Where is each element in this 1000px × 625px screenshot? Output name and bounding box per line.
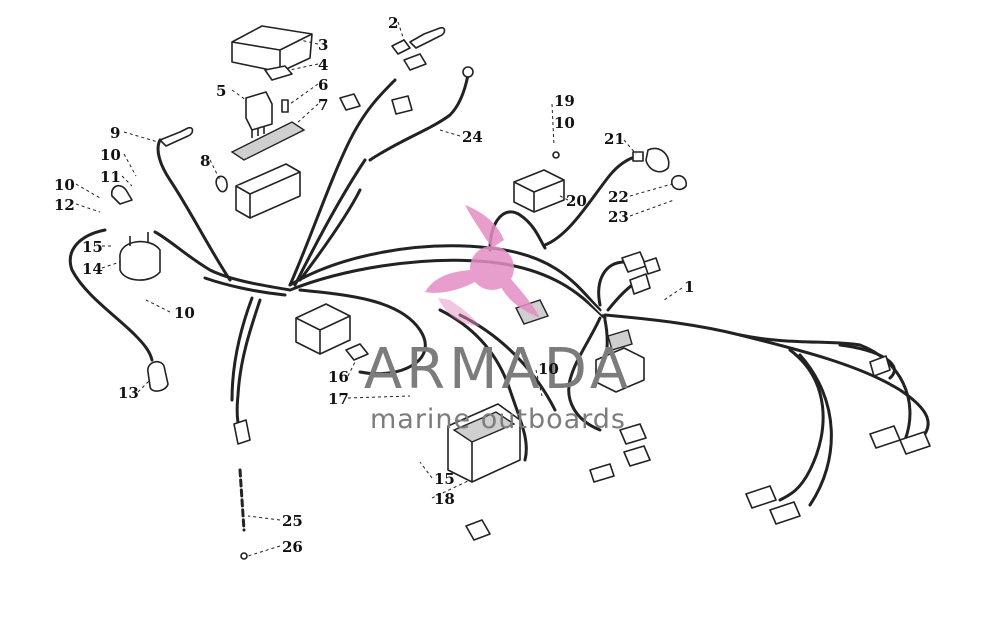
armada-watermark: ARMADA marine outboards xyxy=(364,205,632,435)
fuse-box-cover xyxy=(231,25,313,73)
callout-10e: 10 xyxy=(538,360,559,378)
cdi-module xyxy=(295,303,351,355)
clamp xyxy=(215,175,228,193)
bullet-connector xyxy=(233,419,251,560)
callout-16: 16 xyxy=(328,368,349,386)
callout-25: 25 xyxy=(282,512,303,530)
brand-text: ARMADA xyxy=(364,337,632,402)
callout-labels: 1 2 3 4 5 6 7 8 9 10 10 10 10 10 11 12 1… xyxy=(54,14,694,556)
wire-harness xyxy=(68,73,930,507)
plug-pair xyxy=(621,251,661,295)
callout-19: 19 xyxy=(554,92,575,110)
callout-7: 7 xyxy=(318,96,328,114)
callout-leaders xyxy=(75,21,683,557)
spark-cap xyxy=(147,360,169,392)
fuse-block xyxy=(235,163,301,219)
callout-2: 2 xyxy=(388,14,398,32)
fuse-clip xyxy=(264,65,293,81)
callout-23: 23 xyxy=(608,208,629,226)
fuse-strip xyxy=(230,121,306,161)
callout-12: 12 xyxy=(54,196,75,214)
ignition-coil xyxy=(513,169,565,213)
callout-15b: 15 xyxy=(434,470,455,488)
parts xyxy=(110,25,931,560)
callout-17: 17 xyxy=(328,390,349,408)
callout-10c: 10 xyxy=(174,304,195,322)
callout-24: 24 xyxy=(462,128,483,146)
callout-11: 11 xyxy=(100,168,121,186)
lower-connectors xyxy=(465,423,651,541)
ring-terminal xyxy=(159,126,194,147)
screw xyxy=(552,151,560,159)
callout-5: 5 xyxy=(216,82,226,100)
callout-13: 13 xyxy=(118,384,139,402)
propeller-logo xyxy=(425,205,540,326)
grommet xyxy=(632,147,670,173)
battery-terminal xyxy=(462,66,474,78)
callout-6: 6 xyxy=(318,76,328,94)
tagline-text: marine outboards xyxy=(370,404,626,435)
callout-8: 8 xyxy=(200,152,210,170)
callout-22: 22 xyxy=(608,188,629,206)
relay xyxy=(245,91,273,138)
callout-26: 26 xyxy=(282,538,303,556)
cap xyxy=(671,174,687,191)
harness-connector xyxy=(339,93,413,115)
callout-21: 21 xyxy=(604,130,625,148)
right-connectors xyxy=(745,355,931,525)
callout-20: 20 xyxy=(566,192,587,210)
boot xyxy=(110,184,133,205)
callout-10d: 10 xyxy=(554,114,575,132)
fuse xyxy=(281,99,289,113)
callout-1: 1 xyxy=(684,278,694,296)
callout-3: 3 xyxy=(318,36,328,54)
callout-14: 14 xyxy=(82,260,103,278)
callout-15a: 15 xyxy=(82,238,103,256)
callout-10a: 10 xyxy=(100,146,121,164)
junction-box xyxy=(595,329,645,393)
callout-4: 4 xyxy=(318,56,328,74)
wire-connector xyxy=(391,26,446,71)
callout-10b: 10 xyxy=(54,176,75,194)
voltage-regulator xyxy=(447,403,521,483)
callout-9: 9 xyxy=(110,124,120,142)
callout-18: 18 xyxy=(434,490,455,508)
starter-solenoid xyxy=(119,232,161,281)
connector-plug xyxy=(345,343,369,361)
